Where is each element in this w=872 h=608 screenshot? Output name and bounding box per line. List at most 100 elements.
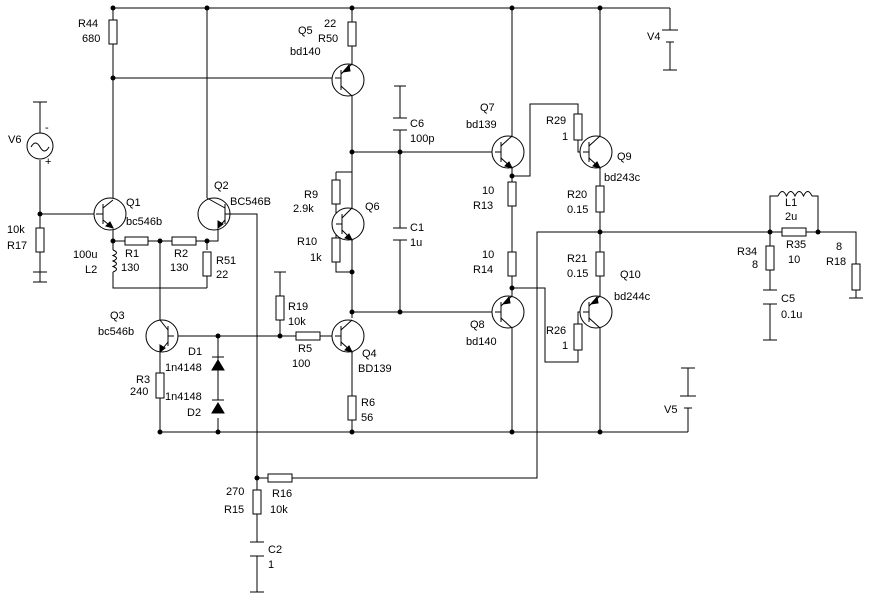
ground-symbols [33,69,863,593]
capacitors [250,117,777,557]
q2-ref: Q2 [214,180,229,192]
r35-ref: R35 [786,239,806,251]
resistor-r35 [781,227,807,237]
r13-ref: R13 [473,200,493,212]
q3-type: bc546b [98,326,134,338]
resistor-r51 [202,251,212,277]
resistor-r17 [35,227,45,253]
q5-ref: Q5 [298,25,313,37]
r1-value: 130 [121,262,139,274]
resistor-r5 [295,331,321,341]
resistor-r6 [347,395,357,421]
q1-ref: Q1 [126,197,141,209]
supply-v5 [680,395,696,418]
r9-value: 2.9k [293,203,314,215]
supply-v4 [662,29,678,43]
q8-ref: Q8 [470,319,485,331]
r1-ref: R1 [125,248,139,260]
d2-type: 1n4148 [165,391,202,403]
transistor-q8 [491,295,525,329]
r17-ref: R17 [7,240,27,252]
r10-ref: R10 [297,236,317,248]
transistor-q10 [579,295,613,329]
c6-value: 100p [410,133,434,145]
q1-type: bc546b [126,216,162,228]
d1-ref: D1 [188,346,202,358]
r18-ref: R18 [826,256,846,268]
r17-value: 10k [7,224,25,236]
resistor-r15 [252,489,262,515]
r29-ref: R29 [546,115,566,127]
q5-type: bd140 [290,46,321,58]
r15-ref: R15 [224,504,244,516]
c1-value: 1u [410,237,422,249]
q10-ref: Q10 [620,269,641,281]
r2-value: 130 [170,262,188,274]
r5-ref: R5 [298,343,312,355]
r10-value: 1k [310,252,322,264]
r34-value: 8 [752,259,758,271]
q6-ref: Q6 [365,201,380,213]
resistor-r44 [108,19,118,45]
v6-minus: - [45,122,49,134]
r20-ref: R20 [567,189,587,201]
r14-ref: R14 [473,264,493,276]
diode-d1 [211,352,225,371]
resistor-r20 [595,185,605,213]
r29-value: 1 [562,131,568,143]
r21-value: 0.15 [567,268,588,280]
diode-d2 [211,399,225,414]
capacitor-c2 [250,541,264,557]
resistor-r10 [331,237,341,263]
r6-ref: R6 [361,397,375,409]
q7-ref: Q7 [480,102,495,114]
wires [33,7,857,592]
resistor-r1 [124,236,149,246]
resistor-r14 [507,251,517,277]
inductor-l1 [777,191,813,198]
resistor-r29 [573,113,583,141]
c5-ref: C5 [781,293,795,305]
capacitor-c1 [393,227,407,241]
q3-ref: Q3 [110,310,125,322]
source-v6 [26,102,54,160]
r5-value: 100 [292,358,310,370]
r9-ref: R9 [304,189,318,201]
r35-value: 10 [788,254,800,266]
r26-value: 1 [562,340,568,352]
resistor-r13 [507,181,517,207]
r13-value: 10 [482,185,494,197]
r44-value: 680 [82,33,100,45]
transistor-q6 [331,207,365,241]
resistors [35,19,861,515]
r18-value: 8 [836,241,842,253]
resistor-r34 [765,245,775,271]
l1-value: 2u [785,211,797,223]
r3-ref: R3 [136,374,150,386]
q9-type: bd243c [604,172,641,184]
q4-type: BD139 [358,363,392,375]
r16-value: 10k [270,504,288,516]
r50-ref: R50 [318,33,338,45]
inductor-l2 [111,249,117,273]
transistor-q4 [331,319,365,353]
r6-value: 56 [361,412,373,424]
v5-ref: V5 [664,404,677,416]
resistor-r2 [171,236,197,246]
transistor-q9 [579,135,613,169]
q8-type: bd140 [466,336,497,348]
r51-ref: R51 [216,255,236,267]
v4-ref: V4 [647,31,660,43]
r19-value: 10k [288,316,306,328]
r19-ref: R19 [288,301,308,313]
r21-ref: R21 [567,253,587,265]
q4-ref: Q4 [362,348,377,360]
transistor-q7 [491,135,525,169]
r3-value: 240 [130,386,148,398]
c1-ref: C1 [410,222,424,234]
q10-type: bd244c [614,291,651,303]
l1-ref: L1 [785,197,797,209]
transistor-q2 [197,197,232,231]
transistor-q3 [145,319,179,354]
